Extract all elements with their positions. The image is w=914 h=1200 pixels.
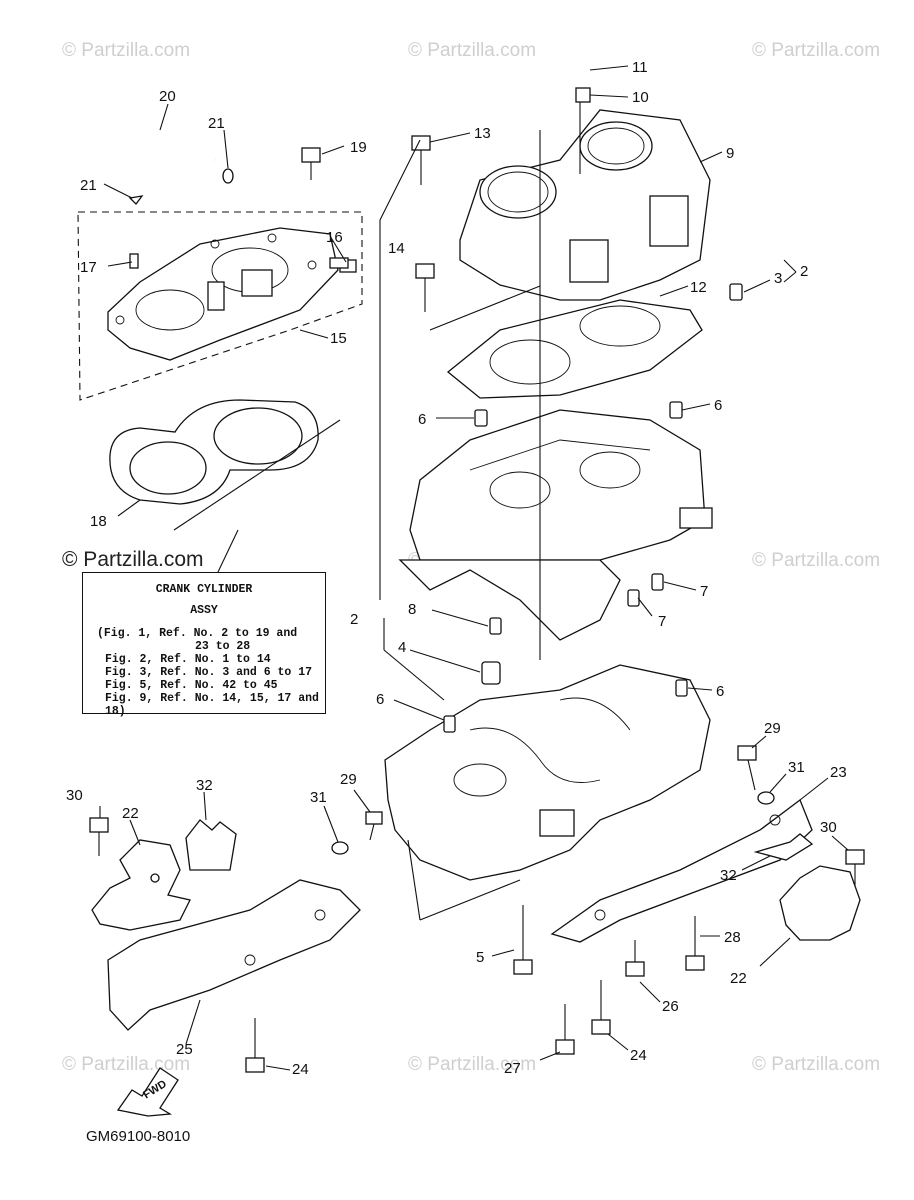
watermark-text: © Partzilla.com (62, 548, 204, 571)
callout-labels: 20 21 21 17 16 15 19 18 11 10 9 12 13 14… (66, 59, 847, 1078)
callout-label: 10 (632, 89, 649, 106)
washer-part (331, 841, 349, 855)
assembly-legend-box: CRANK CYLINDER ASSY (Fig. 1, Ref. No. 2 … (82, 572, 326, 718)
callout-label: 32 (720, 867, 737, 884)
callout-label: 2 (350, 611, 358, 628)
watermark-text: © Partzilla.com (408, 40, 536, 61)
callout-label: 27 (504, 1060, 521, 1077)
head-gasket-part (109, 399, 319, 505)
callout-label: 28 (724, 929, 741, 946)
callout-label: 2 (800, 263, 808, 280)
callout-label: 8 (408, 601, 416, 618)
callout-label: 30 (66, 787, 83, 804)
callout-label: 26 (662, 998, 679, 1015)
watermark-text: © Partzilla.com (752, 40, 880, 61)
engine-mount-left (91, 839, 191, 931)
callout-label: 4 (398, 639, 406, 656)
callout-label: 29 (764, 720, 781, 737)
watermark-text: © Partzilla.com (62, 40, 190, 61)
watermarks: © Partzilla.com © Partzilla.com © Partzi… (62, 40, 880, 1075)
callout-label: 16 (326, 229, 343, 246)
bolts (89, 135, 865, 1073)
cover-assembly-box (77, 211, 363, 401)
callout-label: 23 (830, 764, 847, 781)
legend-line: Fig. 2, Ref. No. 1 to 14 (105, 653, 271, 666)
callout-label: 29 (340, 771, 357, 788)
lower-crankcase-part (384, 664, 711, 881)
washer-part (757, 791, 775, 805)
shield-part (753, 833, 814, 861)
legend-line: Fig. 9, Ref. No. 14, 15, 17 and 18) (105, 692, 319, 718)
legend-line: Fig. 5, Ref. No. 42 to 45 (105, 679, 278, 692)
callout-label: 13 (474, 125, 491, 142)
callout-label: 22 (730, 970, 747, 987)
callout-label: 18 (90, 513, 107, 530)
upper-crankcase-part (398, 409, 713, 641)
callout-label: 7 (700, 583, 708, 600)
callout-label: 6 (714, 397, 722, 414)
callout-label: 21 (80, 177, 97, 194)
callout-label: 6 (418, 411, 426, 428)
callout-label: 24 (292, 1061, 309, 1078)
callout-label: 20 (159, 88, 176, 105)
callout-label: 11 (632, 59, 648, 76)
legend-line: (Fig. 1, Ref. No. 2 to 19 and (97, 627, 298, 640)
callout-label: 7 (658, 613, 666, 630)
callout-label: 15 (330, 330, 347, 347)
mount-bracket-right (550, 798, 813, 943)
callout-label: 30 (820, 819, 837, 836)
watermark-text: © Partzilla.com (408, 1054, 536, 1075)
hose-part (128, 125, 234, 205)
watermark-text: © Partzilla.com (62, 1054, 190, 1075)
callout-label: 24 (630, 1047, 647, 1064)
legend-subtitle: ASSY (190, 604, 218, 617)
legend-line: 23 to 28 (195, 640, 251, 653)
callout-label: 32 (196, 777, 213, 794)
callout-label: 31 (788, 759, 805, 776)
callout-label: 6 (376, 691, 384, 708)
callout-label: 31 (310, 789, 327, 806)
callout-label: 3 (774, 270, 782, 287)
small-parts (129, 253, 743, 733)
legend-line: Fig. 3, Ref. No. 3 and 6 to 17 (105, 666, 313, 679)
watermark-text: © Partzilla.com (752, 1054, 880, 1075)
callout-label: 9 (726, 145, 734, 162)
callout-label: 22 (122, 805, 139, 822)
head-cover-part (107, 227, 357, 361)
leader-lines (99, 65, 849, 1071)
legend-reference-list: (Fig. 1, Ref. No. 2 to 19 and 23 to 28 F… (97, 627, 325, 718)
callout-label: 14 (388, 240, 405, 257)
watermark-text: © Partzilla.com (752, 550, 880, 571)
callout-label: 12 (690, 279, 707, 296)
engine-mount-right (779, 865, 861, 941)
shield-part (185, 819, 237, 871)
callout-label: 25 (176, 1041, 193, 1058)
fwd-arrow-icon: FWD (116, 1067, 179, 1117)
base-gasket-part (446, 299, 703, 399)
legend-title: CRANK CYLINDER (155, 583, 253, 596)
cylinder-part (459, 87, 711, 301)
callout-label: 17 (80, 259, 97, 276)
callout-label: 5 (476, 949, 484, 966)
mount-bracket-left (107, 879, 361, 1031)
callout-label: 6 (716, 683, 724, 700)
diagram-code: GM69100-8010 (86, 1128, 191, 1145)
callout-label: 21 (208, 115, 225, 132)
callout-label: 19 (350, 139, 367, 156)
